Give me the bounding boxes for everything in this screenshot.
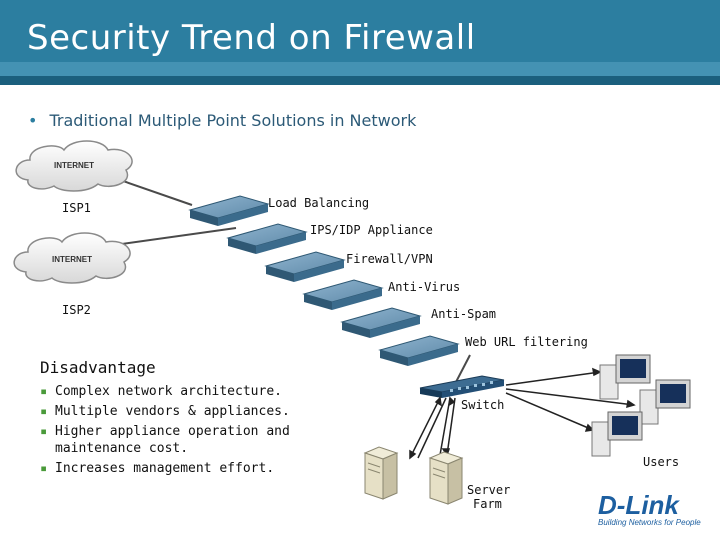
internet-cloud-2: INTERNET [13,232,131,284]
label-web-url-filtering: Web URL filtering [465,335,588,349]
server-farm-label-line1: Server [467,483,511,497]
isp1-label: ISP1 [62,201,91,215]
label-ips-idp: IPS/IDP Appliance [310,223,433,237]
switch-server-links [409,396,456,460]
internet-cloud-1: INTERNET [15,140,133,192]
label-firewall-vpn: Firewall/VPN [346,252,433,266]
appliance-load-balancing [188,195,270,226]
appliance-anti-spam [340,307,422,338]
filter-to-switch-link [455,354,471,383]
disadvantage-item: Increases management effort. [40,460,320,477]
switch-device [419,375,505,398]
title-bar-band [0,76,720,85]
logo-tagline: Building Networks for People [598,518,701,527]
appliance-web-url-filtering [378,335,460,366]
title-bar: Security Trend on Firewall [0,0,720,85]
slide-title: Security Trend on Firewall [27,18,476,58]
cloud-1-label: INTERNET [54,161,94,170]
server-farm-label-line2: Farm [473,497,502,511]
main-bullet-text: Traditional Multiple Point Solutions in … [49,111,417,130]
server-1 [363,446,399,500]
appliance-stack [188,195,460,366]
label-anti-spam: Anti-Spam [431,307,497,321]
disadvantage-section: Disadvantage Complex network architectur… [40,358,320,480]
main-bullet: • Traditional Multiple Point Solutions in… [28,111,416,130]
server-2 [428,451,464,505]
appliance-ips-idp [226,223,308,254]
disadvantage-item: Multiple vendors & appliances. [40,403,320,420]
disadvantage-list: Complex network architecture. Multiple v… [40,383,320,477]
bullet-icon: • [28,111,38,130]
disadvantage-heading: Disadvantage [40,358,156,377]
disadvantage-item: Higher appliance operation and maintenan… [40,423,320,457]
logo-brand: D-Link [598,490,679,520]
user-pc-2 [639,379,691,425]
appliance-firewall-vpn [264,251,346,282]
user-pc-3 [591,411,643,457]
isp2-label: ISP2 [62,303,91,317]
appliance-anti-virus [302,279,384,310]
dlink-logo: D-Link Building Networks for People [598,492,710,530]
users-label: Users [643,455,680,469]
disadvantage-item: Complex network architecture. [40,383,320,400]
label-anti-virus: Anti-Virus [388,280,461,294]
user-pc-1 [599,354,651,400]
cloud-2-label: INTERNET [52,255,92,264]
title-bar-stripe [0,62,720,76]
label-load-balancing: Load Balancing [268,196,370,210]
switch-label: Switch [461,398,505,412]
switch-user-links [505,367,636,432]
